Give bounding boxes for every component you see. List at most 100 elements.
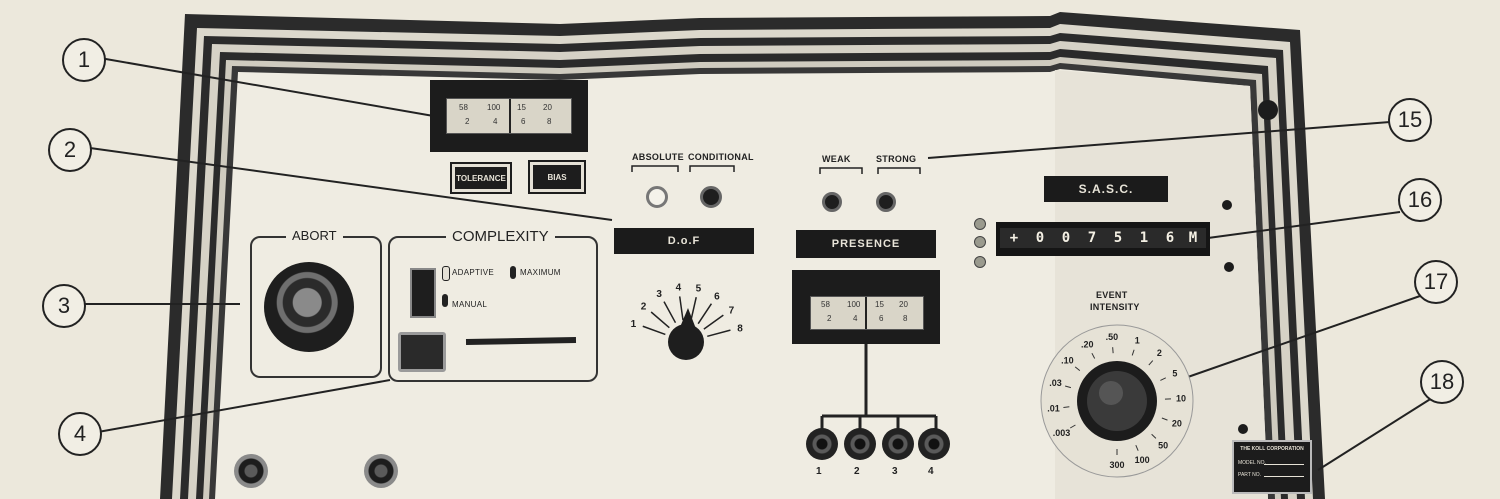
abort-button[interactable] [264,262,354,352]
weak-label: WEAK [822,154,851,164]
nameplate-field [1264,464,1304,465]
ei-dial-tick [1160,377,1167,381]
meter-tick: 8 [903,314,908,323]
meter-tick: 15 [875,300,884,309]
meter-tick: 20 [543,103,552,112]
meter-tick: 2 [827,314,832,323]
sasc-digit: 0 [1026,228,1054,248]
ei-dial-tick [1063,406,1070,409]
ei-dial-label: 50 [1158,440,1168,450]
jack-3[interactable] [882,428,914,460]
callout-3: 3 [42,284,86,328]
sasc-lamp-2 [974,236,986,248]
ei-dial-label: .003 [1053,428,1071,438]
absolute-lamp [646,186,668,208]
ei-knob-highlight [1099,381,1123,405]
tolerance-button[interactable]: TOLERANCE [450,162,512,194]
dof-number: 7 [729,305,735,316]
conditional-lamp [700,186,722,208]
nameplate: THE KOLL CORPORATION MODEL NO. PART NO. [1232,440,1312,494]
abort-panel: ABORT [250,228,382,378]
dof-tick [703,314,724,330]
ei-dial-label: .10 [1061,356,1074,366]
ei-dial-tick [1131,349,1135,356]
ei-dial-label: 20 [1172,419,1182,429]
ei-dial-label: .01 [1047,404,1060,414]
jack-4[interactable] [918,428,950,460]
ei-dial-tick [1148,360,1154,366]
nameplate-model: MODEL NO. [1238,460,1266,466]
meter-tick: 8 [547,117,552,126]
panel-screw [1238,424,1248,434]
bias-button[interactable]: BIAS [528,160,586,194]
callout-1: 1 [62,38,106,82]
complexity-title: COMPLEXITY [446,228,555,245]
ei-dial-label: 300 [1109,460,1124,470]
sasc-digit: 0 [1052,228,1080,248]
ei-dial-label: 5 [1172,369,1177,379]
jack-1[interactable] [806,428,838,460]
dof-tick [690,296,697,321]
ei-dial-tick [1091,352,1096,359]
sasc-digit: 5 [1104,228,1132,248]
abort-title-label: ABORT [286,228,343,243]
dof-tick [697,303,713,325]
callout-17: 17 [1414,260,1458,304]
nameplate-field [1264,476,1304,477]
meter-tick: 2 [465,117,470,126]
dof-number: 4 [676,283,682,294]
sasc-counter: + 0 0 7 5 1 6 M [996,222,1210,256]
upper-meter: 58 100 15 20 2 4 6 8 [430,80,588,152]
bottom-knob-right[interactable] [364,454,398,488]
jack-wiring [820,344,938,430]
presence-bracket [819,167,921,174]
ei-dial-tick [1135,444,1139,451]
dof-knob-pointer [678,308,698,334]
dof-tick [650,311,670,329]
ei-dial-label: .50 [1106,332,1119,342]
ei-dial-tick [1151,433,1157,439]
dof-tick [642,325,666,336]
callout-18: 18 [1420,360,1464,404]
sasc-title: S.A.S.C. [1044,176,1168,202]
bottom-knob-left[interactable] [234,454,268,488]
nameplate-part: PART NO. [1238,472,1262,478]
adaptive-label: ADAPTIVE [452,268,494,277]
sasc-digit: 1 [1130,228,1158,248]
dof-bracket [631,165,735,172]
meter-tick: 15 [517,103,526,112]
dof-number: 3 [656,289,662,300]
meter-tick: 6 [879,314,884,323]
ei-dial-tick [1074,366,1081,372]
complexity-toggle[interactable] [410,268,436,318]
adaptive-lamp [442,266,450,281]
meter-tick: 20 [899,300,908,309]
weak-lamp [822,192,842,212]
meter-tick: 4 [853,314,858,323]
sasc-digit: 7 [1078,228,1106,248]
callout-15: 15 [1388,98,1432,142]
jack-2[interactable] [844,428,876,460]
ei-dial-label: .03 [1049,378,1062,388]
meter-needle [509,99,511,133]
sasc-digit: + [1000,228,1028,248]
ei-dial-label: 100 [1135,455,1150,465]
sasc-digit: 6 [1156,228,1184,248]
ei-dial-label: 2 [1157,348,1162,358]
dof-number: 2 [641,301,647,312]
presence-meter: 58 100 15 20 2 4 6 8 [792,270,940,344]
event-intensity-title-2: INTENSITY [1090,302,1140,312]
maximum-label: MAXIMUM [520,268,561,277]
jack-3-number: 3 [892,466,898,477]
sasc-digit: M [1180,228,1206,248]
callout-2: 2 [48,128,92,172]
dof-title: D.o.F [614,228,754,254]
presence-title: PRESENCE [796,230,936,258]
ei-dial-label: 1 [1135,335,1140,345]
meter-tick: 100 [847,300,861,309]
complexity-pushbutton[interactable] [398,332,446,372]
meter-tick: 100 [487,103,501,112]
dof-number: 8 [737,324,743,335]
